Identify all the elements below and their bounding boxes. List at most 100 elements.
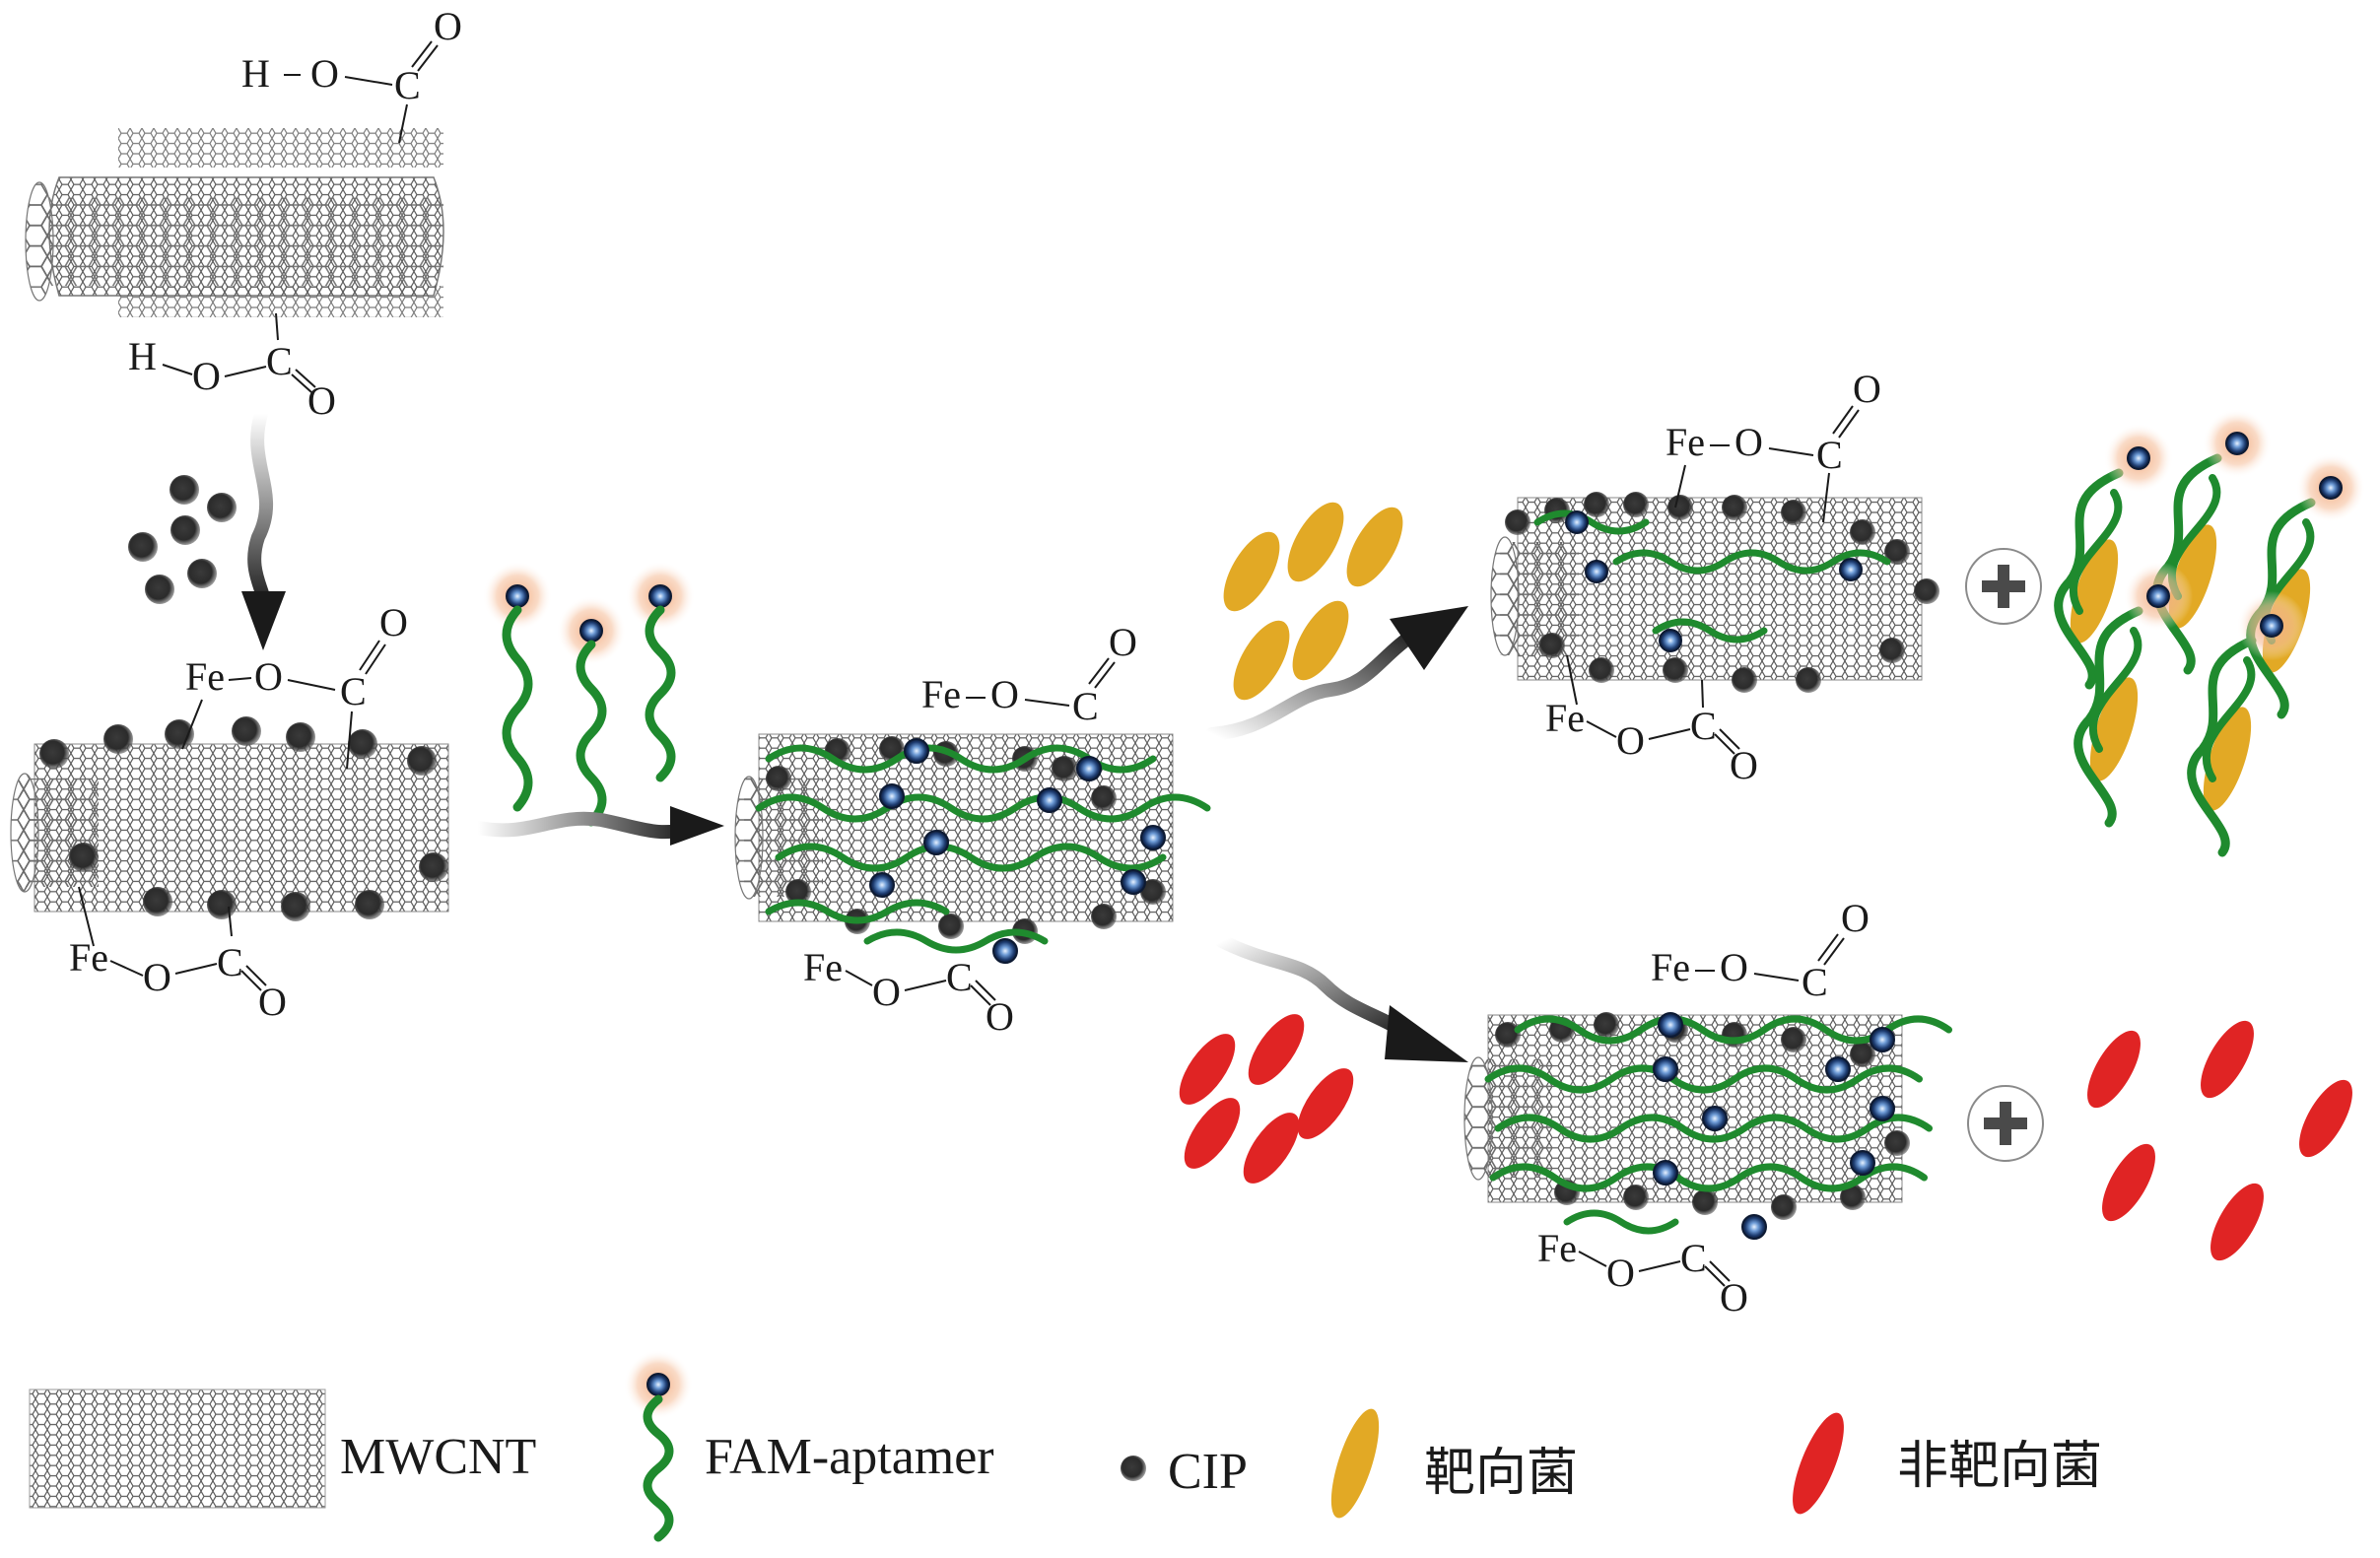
mwcnt-cooh-group: H O C O C H O O	[25, 4, 462, 423]
legend-label: FAM-aptamer	[705, 1429, 994, 1485]
fam-fluorophore	[1702, 1106, 1728, 1131]
fam-fluorophore	[2260, 614, 2283, 638]
atom-h: H	[241, 51, 270, 96]
atom-o: O	[258, 980, 287, 1024]
atom-h: H	[128, 334, 157, 378]
fam-fluorophore	[648, 584, 672, 608]
arrow-to-nontarget-result	[1215, 934, 1468, 1062]
fam-fluorophore	[2127, 446, 2150, 470]
atom-c: C	[1072, 684, 1099, 728]
atom-fe: Fe	[1651, 945, 1690, 989]
target-bacterium	[2089, 677, 2139, 781]
legend-item-non-target-bacteria: 非靶向菌	[1793, 1412, 2102, 1515]
aptamer-strand	[2054, 468, 2124, 690]
non-target-bacterium	[1179, 1034, 1236, 1105]
cip-particle	[1884, 1130, 1910, 1156]
aptamer-strand	[1494, 1114, 1933, 1143]
atom-o: O	[1841, 896, 1870, 940]
target-bacterium	[1292, 600, 1349, 681]
fam-fluorophore	[1870, 1027, 1895, 1052]
target-bacterium	[2070, 539, 2119, 644]
cip-particle	[1623, 1185, 1649, 1210]
aptamer-strand	[2187, 636, 2257, 857]
cip-icon	[1121, 1456, 1146, 1481]
cip-particle	[1850, 1042, 1875, 1067]
cip-particle	[1667, 495, 1693, 520]
fam-fluorophore	[879, 783, 905, 809]
cip-particle	[1884, 539, 1910, 565]
fam-fluorophore	[923, 830, 949, 855]
cip-particle	[1796, 667, 1821, 693]
fam-fluorophore	[1653, 1056, 1678, 1082]
fam-fluorophore	[1659, 629, 1682, 652]
fam-fluorophore	[1658, 1012, 1683, 1038]
atom-o: O	[1109, 620, 1137, 664]
non-target-bacteria-icon	[1793, 1412, 1844, 1515]
cip-particle	[1091, 904, 1117, 929]
cip-particle	[1692, 1189, 1718, 1215]
cip-particle	[207, 493, 237, 522]
fe-carboxylate-bottom: Fe O C O	[803, 945, 1014, 1039]
fe-carboxylate-top: Fe O C O	[1651, 896, 1870, 1004]
atom-o: O	[1720, 945, 1748, 989]
cip-particle	[1140, 879, 1166, 905]
fe-carboxylate-top: Fe O C O	[1666, 367, 1881, 523]
atom-c: C	[1816, 433, 1843, 477]
plus-operator-top	[1965, 548, 2042, 625]
cip-particle	[207, 890, 237, 919]
fam-fluorophore	[992, 938, 1018, 964]
aptamer-strand	[2088, 627, 2142, 753]
cip-particle	[143, 887, 172, 916]
atom-fe: Fe	[803, 945, 843, 989]
mwcnt-icon	[29, 1389, 326, 1509]
cip-particle	[1879, 638, 1905, 663]
cip-particle	[1623, 492, 1649, 517]
legend-item-target-bacteria: 靶向菌	[1330, 1408, 1578, 1519]
non-target-bacterium	[2299, 1079, 2352, 1158]
atom-fe: Fe	[1666, 420, 1705, 464]
non-target-bacterium	[1184, 1098, 1241, 1169]
non-target-bacterium	[2087, 1030, 2141, 1109]
atom-o: O	[143, 955, 171, 999]
cip-particle	[39, 739, 69, 769]
aptamer-bacteria-complexes	[2054, 408, 2366, 857]
fam-fluorophore	[2319, 476, 2343, 500]
arrow-down-add-cip	[241, 407, 286, 650]
cip-particle	[1722, 495, 1747, 520]
aptamer-strand	[576, 640, 607, 827]
fe-carboxylate-bottom: Fe O C O	[1537, 1226, 1748, 1320]
cip-particle	[1840, 1185, 1866, 1210]
cip-particle	[69, 843, 99, 872]
atom-o: O	[307, 378, 336, 423]
atom-o: O	[1730, 743, 1758, 787]
non-target-bacteria-cluster	[1179, 1014, 1354, 1184]
fam-fluorophore	[1825, 1056, 1851, 1082]
cip-particle	[128, 532, 158, 562]
aptamer-strand	[2069, 489, 2123, 615]
aptamer-strand	[1563, 1209, 1679, 1235]
target-bacterium	[1346, 507, 1403, 587]
legend-label: CIP	[1168, 1444, 1248, 1500]
fam-aptamer-icon	[623, 1349, 694, 1542]
non-target-bacterium	[1248, 1014, 1305, 1085]
atom-o: O	[254, 654, 283, 699]
fam-fluorophore	[2225, 432, 2249, 455]
atom-c: C	[217, 940, 243, 984]
bound-aptamers-and-cip	[755, 736, 1211, 964]
legend-item-mwcnt: MWCNT	[29, 1389, 536, 1509]
aptamer-strand	[645, 605, 676, 782]
cip-particle	[145, 575, 174, 604]
cip-cluster	[128, 475, 237, 604]
carboxyl-group-bottom: C H O O	[128, 312, 336, 423]
cip-particle	[1732, 667, 1757, 693]
legend-item-cip: CIP	[1121, 1444, 1248, 1500]
aptamer-strand	[1489, 1163, 1928, 1192]
target-bacterium	[2203, 707, 2252, 811]
result-nontarget-group: Fe O C O Fe O C O	[1463, 896, 1952, 1320]
non-target-bacterium	[2201, 1020, 2254, 1099]
non-target-bacterium	[1297, 1068, 1354, 1139]
atom-c: C	[946, 955, 973, 999]
aptamer-strand	[502, 605, 533, 812]
cip-particle	[766, 766, 791, 791]
cip-particle	[1539, 633, 1565, 658]
